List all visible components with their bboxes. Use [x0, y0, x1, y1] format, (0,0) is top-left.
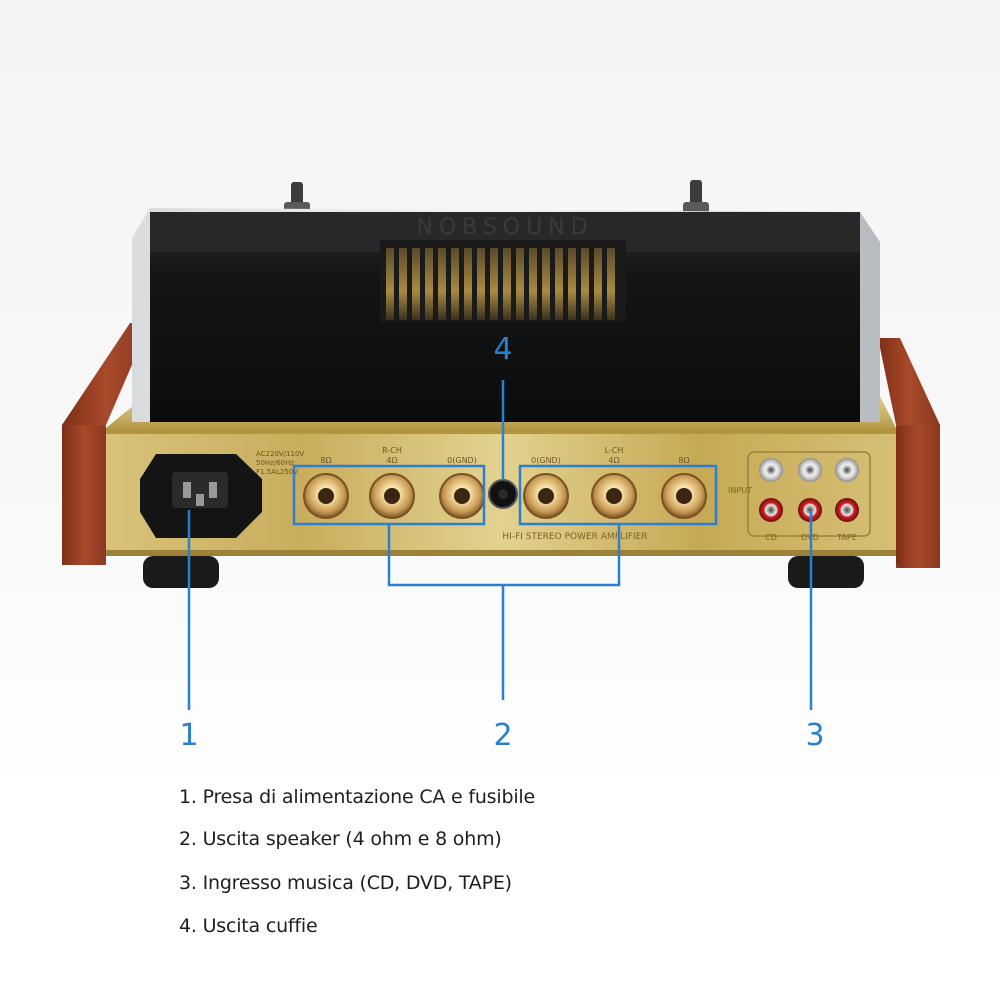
svg-text:8Ω: 8Ω [678, 456, 689, 465]
feet [143, 556, 864, 588]
callout-lines [187, 380, 813, 710]
svg-text:L-CH: L-CH [605, 446, 624, 455]
wood-side-right [878, 338, 940, 568]
power-spec: AC220V/110V 50Hz/60Hz F1.5AL250V [256, 450, 304, 476]
svg-text:50Hz/60Hz: 50Hz/60Hz [256, 459, 294, 467]
legend-item-1: 1. Presa di alimentazione CA e fusibile [179, 786, 535, 808]
callout-number-4: 4 [493, 332, 512, 367]
speaker-terminals-right [523, 473, 707, 519]
panel-title: HI-FI STEREO POWER AMPLIFIER [502, 532, 647, 542]
legend-item-4: 4. Uscita cuffie [179, 915, 318, 937]
legend: 1. Presa di alimentazione CA e fusibile … [0, 786, 1000, 1000]
callout-number-2: 2 [493, 718, 512, 753]
svg-text:0(GND): 0(GND) [531, 456, 561, 465]
svg-text:INPUT: INPUT [728, 486, 752, 495]
transformer-cover: NOBSOUND [132, 208, 880, 422]
legend-item-3: 3. Ingresso musica (CD, DVD, TAPE) [179, 872, 512, 894]
right-terminal-labels: 0(GND) L-CH 4Ω 8Ω [531, 446, 689, 465]
legend-item-2: 2. Uscita speaker (4 ohm e 8 ohm) [179, 828, 502, 850]
svg-text:CD: CD [765, 533, 777, 542]
svg-text:R-CH: R-CH [382, 446, 402, 455]
svg-text:8Ω: 8Ω [320, 456, 331, 465]
amplifier-diagram: NOBSOUND AC220V/110V 50Hz/60Hz F1.5AL250… [0, 0, 1000, 790]
svg-text:AC220V/110V: AC220V/110V [256, 450, 304, 458]
svg-text:TAPE: TAPE [836, 533, 857, 542]
callout-number-1: 1 [179, 718, 198, 753]
svg-text:4Ω: 4Ω [386, 456, 397, 465]
brand-text: NOBSOUND [416, 215, 593, 240]
svg-text:4Ω: 4Ω [608, 456, 619, 465]
rca-inputs [747, 451, 871, 537]
callout-number-3: 3 [805, 718, 824, 753]
power-socket [140, 454, 262, 538]
speaker-terminals-left [303, 473, 485, 519]
left-terminal-labels: 8Ω R-CH 4Ω 0(GND) [320, 446, 476, 465]
svg-text:0(GND): 0(GND) [447, 456, 477, 465]
svg-text:F1.5AL250V: F1.5AL250V [256, 468, 298, 476]
headphone-jack [488, 479, 518, 509]
